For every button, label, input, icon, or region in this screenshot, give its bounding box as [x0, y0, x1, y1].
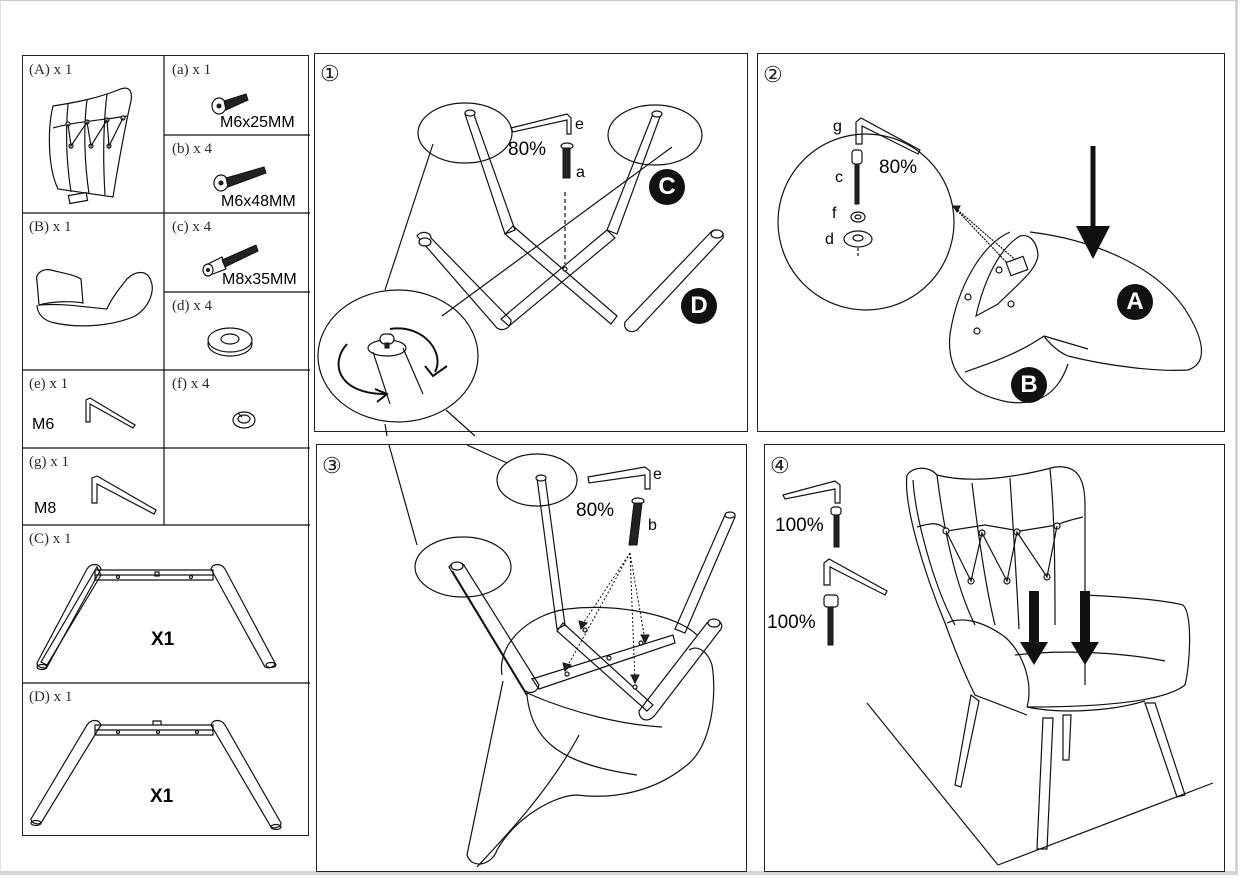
spring-washer-icon — [232, 411, 256, 429]
part-label: (f) x 4 — [172, 376, 210, 392]
part-label: (B) x 1 — [29, 219, 72, 235]
part-spec: M6 — [32, 416, 55, 433]
tightness-percent-top: 100% — [775, 515, 824, 536]
quantity-label: X1 — [151, 629, 175, 650]
step-3-panel: ③ — [316, 444, 747, 872]
part-b-bolt: (b) x 4 M6x48MM — [164, 135, 310, 213]
leg-frame-d-illustration — [30, 719, 282, 831]
tool-letter: e — [575, 116, 584, 133]
part-label: (C) x 1 — [29, 531, 72, 547]
step-4-illustration — [782, 466, 1214, 866]
bolt-b-icon — [213, 166, 267, 192]
part-e-allen-key: (e) x 1 M6 — [23, 370, 164, 448]
step-1-panel: ① — [314, 53, 748, 437]
seat-illustration — [36, 269, 153, 327]
step-1-illustration — [317, 102, 724, 437]
part-g-allen-key: (g) x 1 M8 — [23, 448, 164, 525]
tightness-percent: 80% — [508, 139, 547, 160]
badge-a: A — [1117, 284, 1153, 320]
part-a-bolt: (a) x 1 M6x25MM — [164, 56, 310, 135]
part-C-leg-frame: (C) x 1 X1 — [23, 525, 310, 683]
part-label: (D) x 1 — [29, 689, 73, 705]
empty-cell — [164, 448, 310, 525]
parts-list: (A) x 1 (a) x 1 M6x25MM — [22, 55, 310, 837]
part-d-washer: (d) x 4 — [164, 292, 310, 370]
bolt-a-icon — [211, 93, 249, 115]
allen-key-m6-icon — [85, 397, 136, 429]
part-f-spring-washer: (f) x 4 — [164, 370, 310, 448]
quantity-label-d: X1 — [150, 786, 174, 807]
tightness-percent: 80% — [576, 500, 615, 521]
step-4-panel: ④ — [764, 444, 1225, 872]
part-spec: M6x25MM — [220, 114, 295, 131]
part-B-seat: (B) x 1 — [23, 213, 164, 370]
part-A-backrest: (A) x 1 — [23, 56, 164, 213]
hardware-letter: b — [648, 517, 657, 534]
part-spec: M6x48MM — [221, 193, 296, 210]
tightness-percent-bottom: 100% — [767, 612, 816, 633]
hardware-letter-d: d — [825, 231, 834, 248]
part-label: (e) x 1 — [29, 376, 69, 392]
part-D-leg-frame: (D) x 1 X1 — [23, 683, 310, 837]
allen-key-m8-icon — [91, 475, 157, 515]
step-3-illustration — [388, 444, 736, 868]
tool-letter: e — [653, 466, 662, 483]
part-spec: M8x35MM — [222, 271, 297, 288]
step-number: ③ — [322, 454, 342, 479]
backrest-illustration — [48, 87, 132, 205]
parts-grid-lines — [23, 56, 310, 684]
part-label: (c) x 4 — [172, 219, 212, 235]
tightness-percent: 80% — [879, 157, 918, 178]
step-2-illustration — [777, 117, 1202, 404]
part-label: (g) x 1 — [29, 454, 69, 470]
part-label: (b) x 4 — [172, 141, 212, 157]
step-2-panel: ② — [757, 53, 1225, 432]
tool-letter: g — [833, 118, 842, 135]
part-spec: M8 — [34, 500, 57, 517]
badge-b: B — [1011, 367, 1047, 403]
part-c-bolt: (c) x 4 M8x35MM — [164, 213, 310, 292]
badge-d: D — [681, 288, 717, 324]
step-number: ④ — [770, 454, 790, 479]
part-label: (d) x 4 — [172, 298, 212, 314]
hardware-letter-f: f — [832, 205, 837, 222]
step-number: ② — [763, 63, 783, 88]
hardware-letter-c: c — [835, 169, 843, 186]
part-label: (a) x 1 — [172, 62, 212, 78]
hardware-letter: a — [576, 164, 585, 181]
bolt-c-icon — [202, 244, 259, 277]
part-label: (A) x 1 — [29, 62, 73, 78]
step-number: ① — [320, 62, 340, 87]
flat-washer-icon — [207, 327, 253, 357]
leg-frame-c-illustration — [36, 563, 277, 671]
badge-c: C — [649, 169, 685, 205]
